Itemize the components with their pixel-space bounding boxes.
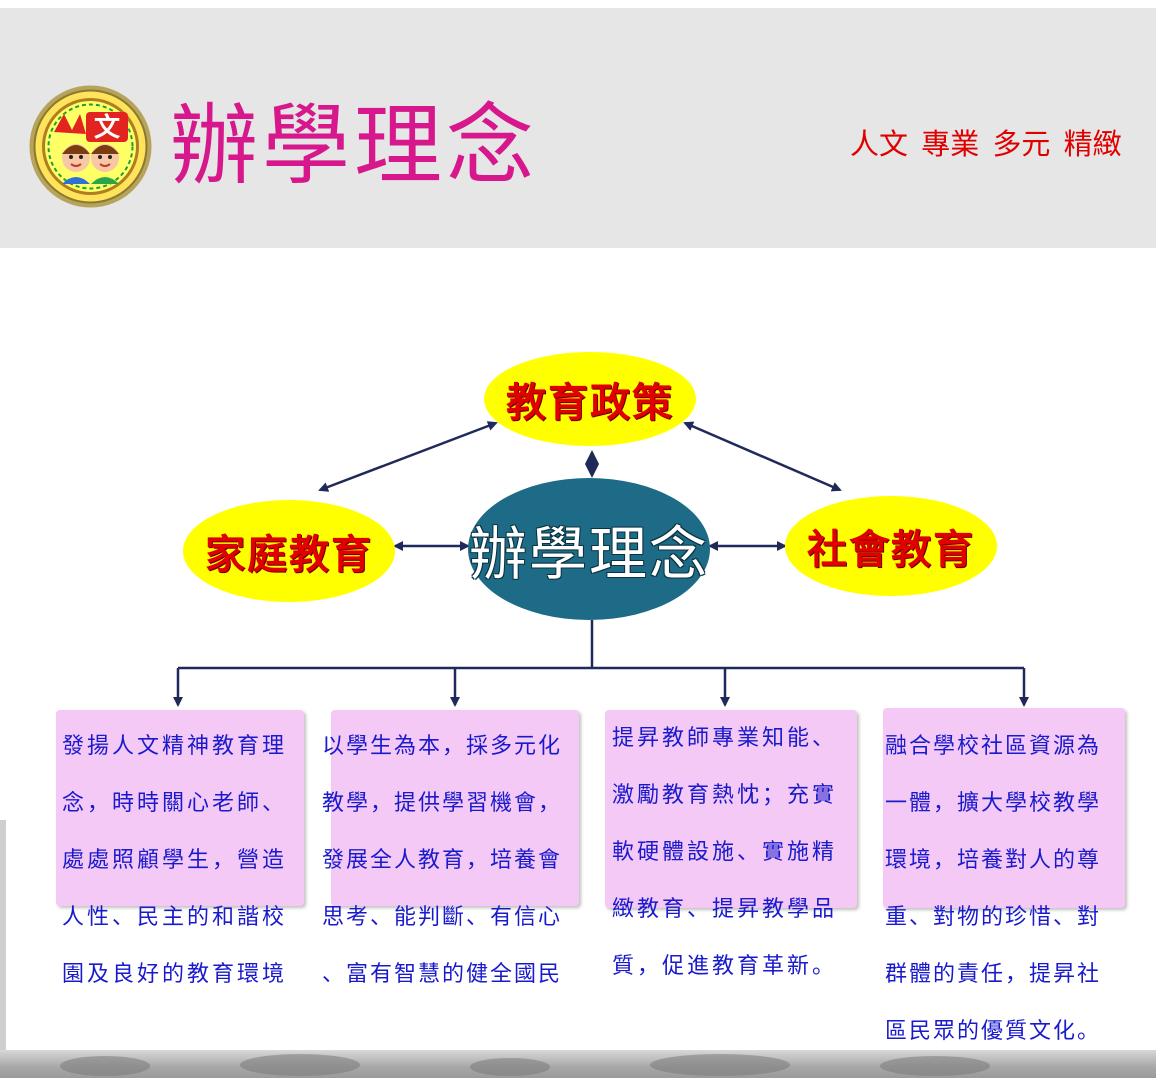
connector-top-right: [683, 421, 842, 492]
principle-box-4-text: 融合學校社區資源為 一體，擴大學校教學 環境，培養對人的尊 重、對物的珍惜、對 …: [885, 718, 1101, 1060]
principle-box-2-text: 以學生為本，採多元化 教學，提供學習機會， 發展全人教育，培養會 思考、能判斷、…: [322, 718, 562, 1003]
page-title: 辦學理念: [170, 94, 539, 197]
ellipse-social-education: 社會教育: [785, 496, 997, 596]
principle-line: 緻教育、提昇教學品: [612, 897, 838, 922]
ellipse-education-policy-label: 教育政策: [506, 379, 674, 426]
principle-box-1-bg: [56, 710, 304, 906]
principle-line: 發展全人教育，培養會: [322, 848, 563, 873]
principle-line: 以學生為本，採多元化: [322, 734, 563, 759]
principle-line: 重、對物的珍惜、對: [885, 905, 1102, 930]
connector-top-left: [318, 421, 498, 492]
principle-line: 群體的責任，提昇社: [885, 962, 1102, 987]
ellipse-education-policy: 教育政策: [484, 352, 696, 446]
logo-text: 文: [94, 112, 121, 143]
principle-box-1-text: 發揚人文精神教育理 念，時時關心老師、 處處照顧學生，營造 人性、民主的和諧校 …: [62, 718, 287, 1003]
ellipse-family-education-label: 家庭教育: [205, 531, 373, 578]
principle-line: 一體，擴大學校教學: [885, 791, 1102, 816]
principle-line: 激勵教育熱忱；充實: [612, 783, 838, 808]
school-logo: 文: [29, 85, 152, 208]
principle-line: 融合學校社區資源為: [885, 734, 1102, 759]
principle-box-3-text: 提昇教師專業知能、 激勵教育熱忱；充實 軟硬體設施、實施精 緻教育、提昇教學品 …: [612, 710, 837, 995]
ellipse-social-education-label: 社會教育: [807, 526, 975, 573]
connector-diamond: [585, 450, 599, 478]
principle-line: 園及良好的教育環境: [62, 962, 288, 987]
principle-line: 處處照顧學生，營造: [62, 848, 288, 873]
principle-line: 區民眾的優質文化。: [885, 1019, 1102, 1044]
principle-line: 人性、民主的和諧校: [62, 905, 288, 930]
principle-line: 提昇教師專業知能、: [612, 726, 838, 751]
ellipse-family-education: 家庭教育: [183, 500, 395, 602]
page-top-border: [0, 0, 1156, 8]
left-edge-shadow: [0, 820, 6, 1050]
principle-box-4-bg: [883, 708, 1125, 908]
principle-line: 質，促進教育革新。: [612, 954, 838, 979]
principle-box-2-bg: [331, 710, 579, 906]
principle-line: 教學，提供學習機會，: [322, 791, 563, 816]
principle-line: 環境，培養對人的尊: [885, 848, 1102, 873]
principle-line: 發揚人文精神教育理: [62, 734, 288, 759]
principle-line: 念，時時關心老師、: [62, 791, 288, 816]
motto: 人文 專業 多元 精緻: [850, 127, 1122, 161]
principle-line: 思考、能判斷、有信心: [322, 905, 563, 930]
principle-box-3-bg: [605, 710, 857, 908]
footer-photo-strip: [0, 1050, 1156, 1078]
ellipse-school-philosophy-label: 辦學理念: [468, 520, 709, 588]
principle-line: 、富有智慧的健全國民: [322, 962, 563, 987]
principle-line: 軟硬體設施、實施精: [612, 840, 838, 865]
header-banner: 文 辦學理念 人文 專業 多元 精緻: [0, 8, 1156, 248]
ellipse-school-philosophy: 辦學理念: [468, 478, 710, 620]
